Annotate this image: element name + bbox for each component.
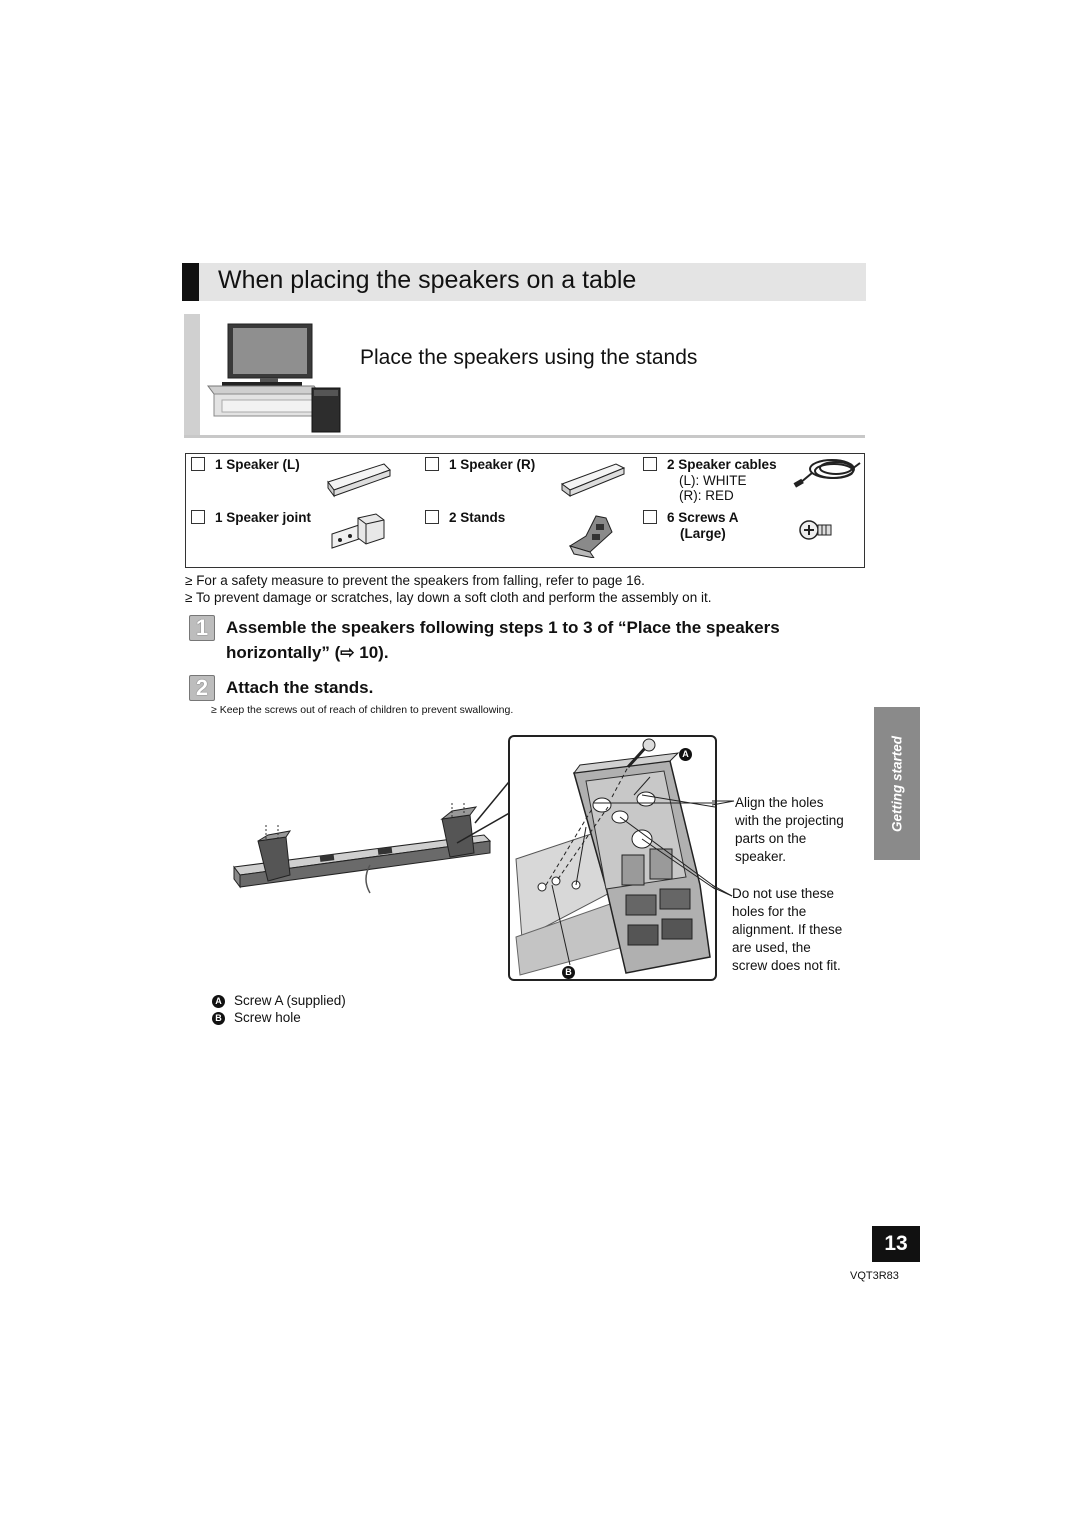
safety-note: ≥ For a safety measure to prevent the sp… — [185, 573, 645, 588]
callout-pointer-lines — [712, 800, 735, 897]
page-number: 13 — [872, 1226, 920, 1262]
accessory-speaker-joint: 1 Speaker joint — [191, 510, 311, 525]
step-1-number: 1 — [189, 615, 215, 641]
subsection-side-bar — [184, 314, 200, 436]
model-code: VQT3R83 — [850, 1270, 899, 1282]
step-1-line-2: horizontally” (⇨ 10). — [226, 643, 389, 662]
step-2-note: ≥ Keep the screws out of reach of childr… — [211, 704, 514, 716]
step-2-title: Attach the stands. — [226, 678, 374, 697]
speaker-bar-with-stands-illustration — [233, 803, 492, 894]
cable-detail-r: (R): RED — [679, 488, 734, 503]
accessory-screws: 6 Screws A — [643, 510, 739, 525]
side-tab-getting-started[interactable]: Getting started — [874, 707, 920, 860]
section-header: When placing the speakers on a table — [182, 263, 866, 301]
section-marker — [182, 263, 199, 301]
marker-a: A — [679, 745, 692, 763]
checkbox-icon — [191, 510, 205, 524]
accessory-speaker-r: 1 Speaker (R) — [425, 457, 535, 472]
checkbox-icon — [643, 457, 657, 471]
screw-icon — [799, 520, 832, 540]
accessory-speaker-l: 1 Speaker (L) — [191, 457, 300, 472]
subsection-underline — [184, 435, 865, 438]
stand-detail-box: A B — [508, 735, 717, 981]
stand-detail-illustration — [515, 738, 715, 976]
speaker-joint-icon — [331, 513, 385, 549]
checkbox-icon — [191, 457, 205, 471]
marker-b: B — [562, 963, 575, 979]
checkbox-icon — [425, 457, 439, 471]
speaker-cable-icon — [793, 459, 861, 488]
tv-on-table-illustration — [207, 323, 341, 433]
zoom-callout-lines — [456, 776, 514, 844]
accessories-box: 1 Speaker (L) 1 Speaker (R) 2 Speaker ca… — [185, 453, 865, 568]
section-title: When placing the speakers on a table — [218, 266, 637, 294]
subsection-header: Place the speakers using the stands — [184, 314, 865, 438]
stand-icon — [568, 515, 613, 558]
callout-align-holes: Align the holes with the projecting part… — [735, 795, 844, 864]
checkbox-icon — [425, 510, 439, 524]
step-1-line-1: Assemble the speakers following steps 1 … — [226, 618, 780, 637]
subsection-title: Place the speakers using the stands — [360, 346, 698, 369]
speaker-r-icon — [560, 463, 626, 497]
cable-detail-l: (L): WHITE — [679, 473, 747, 488]
checkbox-icon — [643, 510, 657, 524]
callout-do-not-use: Do not use these holes for the alignment… — [732, 886, 843, 973]
screws-detail: (Large) — [680, 526, 726, 541]
accessory-speaker-cables: 2 Speaker cables — [643, 457, 777, 472]
accessory-stands: 2 Stands — [425, 510, 505, 525]
assembly-note: ≥ To prevent damage or scratches, lay do… — [185, 590, 712, 605]
step-2-number: 2 — [189, 675, 215, 701]
speaker-l-icon — [327, 463, 391, 498]
